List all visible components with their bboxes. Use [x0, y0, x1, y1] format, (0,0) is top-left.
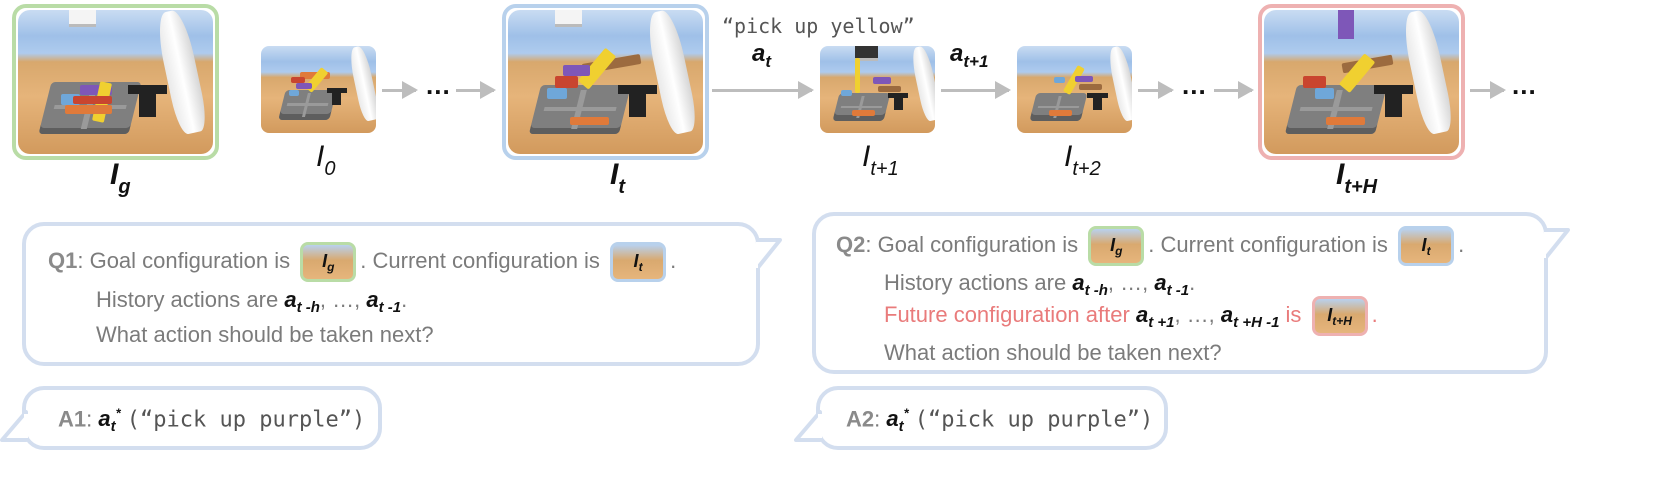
- q2-current-chip: It: [1398, 226, 1455, 266]
- q1-goal-chip: Ig: [300, 242, 357, 282]
- action-a-t1-label: at+1: [950, 40, 989, 71]
- current-image: [508, 10, 703, 154]
- ellipsis-3: ...: [1512, 70, 1537, 100]
- future-image-frame: [1258, 4, 1465, 160]
- arrow-2: [456, 81, 496, 99]
- q2-bubble: [812, 212, 1548, 374]
- initial-image: [261, 46, 376, 133]
- q2-line-4: What action should be taken next?: [884, 340, 1222, 365]
- arrow-1: [382, 81, 418, 99]
- next1-image: [820, 46, 935, 133]
- future-image-label: It+H: [1336, 158, 1378, 198]
- next1-image-label: It+1: [862, 140, 899, 180]
- q2-future-chip: It+H: [1311, 296, 1368, 336]
- q2-line-3: Future configuration after at +1, …, at …: [884, 296, 1378, 336]
- a1-bubble: [22, 386, 382, 450]
- q1-current-chip: It: [610, 242, 667, 282]
- goal-image-label: Ig: [110, 158, 131, 198]
- q1-line-3: What action should be taken next?: [96, 322, 434, 347]
- q1-line-2: History actions are at -h, …, at -1.: [96, 287, 408, 316]
- a2-bubble: [816, 386, 1168, 450]
- arrow-7: [1470, 81, 1506, 99]
- arrow-6: [1214, 81, 1254, 99]
- next2-image: [1017, 46, 1132, 133]
- arrow-3: [712, 81, 814, 99]
- ellipsis-1: ...: [426, 70, 451, 100]
- a1-bubble-tail: [0, 410, 28, 442]
- a2-line: A2: at* (“pick up purple”): [846, 406, 1154, 436]
- action-text: “pick up yellow”: [722, 14, 915, 38]
- q2-line-2: History actions are at -h, …, at -1.: [884, 270, 1196, 299]
- current-image-frame: [502, 4, 709, 160]
- a1-line: A1: at* (“pick up purple”): [58, 406, 366, 436]
- q2-goal-chip: Ig: [1088, 226, 1145, 266]
- arrow-5: [1138, 81, 1174, 99]
- ellipsis-2: ...: [1182, 70, 1207, 100]
- goal-image: [18, 10, 213, 154]
- next2-image-label: It+2: [1064, 140, 1101, 180]
- q2-bubble-tail: [1544, 228, 1570, 262]
- initial-image-label: I0: [316, 140, 336, 180]
- future-image: [1264, 10, 1459, 154]
- a2-bubble-tail: [794, 410, 822, 442]
- q2-line-1: Q2: Goal configuration is Ig. Current co…: [836, 226, 1464, 266]
- q1-line-1: Q1: Goal configuration is Ig. Current co…: [48, 242, 676, 282]
- q1-bubble-tail: [756, 238, 782, 272]
- goal-image-frame: [12, 4, 219, 160]
- current-image-label: It: [610, 158, 626, 198]
- arrow-4: [941, 81, 1011, 99]
- action-a-t-label: at: [752, 40, 772, 71]
